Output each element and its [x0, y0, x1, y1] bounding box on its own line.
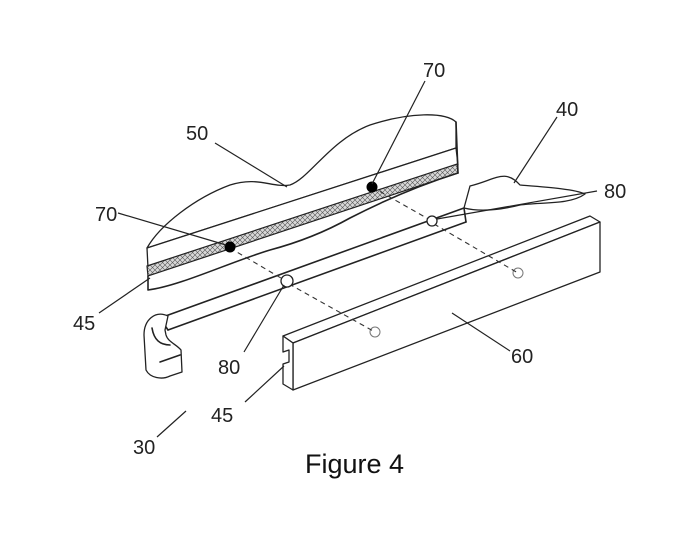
- rectangular-bar-60: [283, 216, 600, 390]
- pin-80-lower: [281, 275, 293, 287]
- bar-hole-left: [370, 327, 380, 337]
- label-80-bottom: 80: [218, 357, 240, 379]
- label-70-left: 70: [95, 204, 117, 226]
- label-45-left: 45: [73, 313, 95, 335]
- end-hook-piece: [144, 314, 182, 378]
- pin-80-upper: [427, 216, 437, 226]
- label-30: 30: [133, 437, 155, 459]
- label-80-right: 80: [604, 181, 626, 203]
- pin-70-lower: [225, 242, 235, 252]
- label-60: 60: [511, 346, 533, 368]
- label-45-bottom: 45: [211, 405, 233, 427]
- label-70-top: 70: [423, 60, 445, 82]
- label-50: 50: [186, 123, 208, 145]
- bar-hole-right: [513, 268, 523, 278]
- label-40: 40: [556, 99, 578, 121]
- figure-caption: Figure 4: [305, 449, 404, 479]
